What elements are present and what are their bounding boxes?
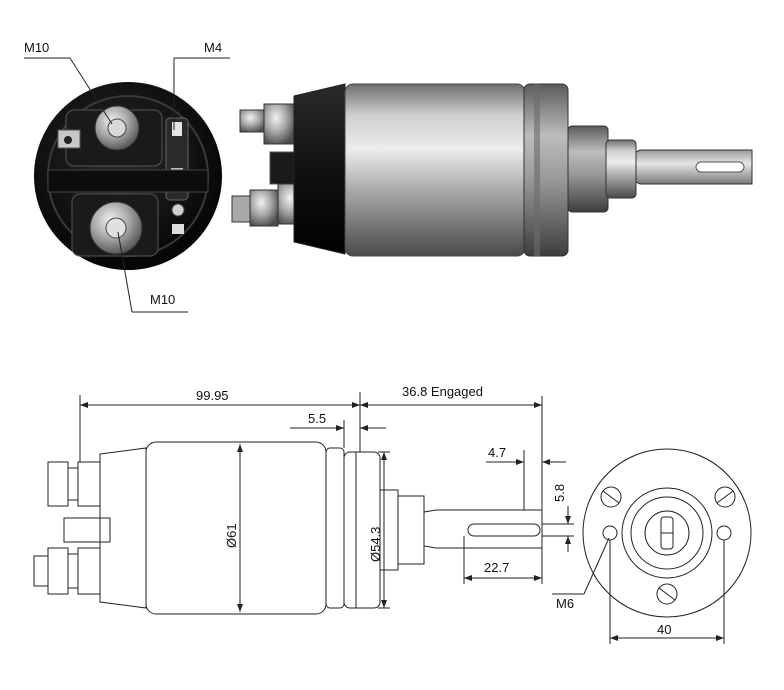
front-screw-bottom [656,583,678,605]
middle-insulator-bar [47,169,209,193]
side-plunger-blade [635,149,753,185]
arrow-overall-left [80,402,88,408]
leader-m10-bottom [117,231,133,313]
side-plunger-collar [605,139,637,199]
arrow-engaged-right [534,402,542,408]
arrow-thickness-bottom [565,536,571,544]
dwg-lower-terminal-nut [77,547,101,595]
front-nose-circle [630,496,704,570]
dwg-upper-terminal-washer [67,467,79,501]
side-main-body [344,83,526,257]
dwg-plunger-collar [397,495,425,565]
arrow-hole-spacing-right [716,635,724,641]
side-view-photo [231,83,753,257]
arrow-blade-width-right [542,459,550,465]
front-screw-top-right [714,486,736,508]
dwg-end-cap [99,447,147,609]
side-nose [567,125,609,213]
arrow-thickness-top [565,516,571,524]
dwg-lower-terminal-washer [67,553,79,589]
arrow-body-dia-bottom [237,604,243,612]
arrow-blade-length-left [464,575,472,581]
arrow-offset-left [336,425,344,431]
m4-terminal-top [172,122,182,136]
dwg-m4-terminal [63,517,111,543]
side-upper-nut [239,109,267,133]
label-m10-top: M10 [24,40,49,55]
arrow-offset-right [360,425,368,431]
drawing-side-view [33,441,543,615]
arrow-engaged-left [360,402,368,408]
side-flange-groove [534,84,540,256]
dim-label-hole-spacing: 40 [657,622,671,637]
dwg-flange-step [325,447,345,609]
dwg-blade [423,509,543,549]
arrow-flange-dia-top [381,452,387,460]
leader-m10-top [69,57,113,125]
dwg-blade-slot [467,523,541,537]
front-screw-top-right-slot [716,490,734,504]
m4-terminal-screw [171,203,185,217]
dwg-upper-terminal-left [47,461,69,507]
arrow-blade-width-left [516,459,524,465]
dimension-arrows [80,402,571,612]
dim-label-body-dia: Ø61 [224,523,239,548]
arrow-flange-dia-bottom [381,600,387,608]
m4-terminal-lug [172,224,184,234]
dimension-labels: 99.95 36.8 Engaged 5.5 Ø61 Ø54.3 4.7 5.8… [196,384,567,575]
side-black-cap [293,83,346,255]
dwg-lower-terminal-left [47,547,69,595]
front-outer-circle [582,448,752,618]
front-screw-top-left-slot [602,490,620,504]
dwg-upper-terminal-nut [77,461,101,507]
label-m6: M6 [556,596,574,611]
dim-label-engaged: 36.8 Engaged [402,384,483,399]
label-m4: M4 [204,40,222,55]
side-flange-ring [523,83,569,257]
arrow-overall-right [352,402,360,408]
dimension-lines [79,392,574,612]
side-upper-washer [263,103,295,145]
arrow-blade-length-right [534,575,542,581]
dwg-lower-terminal-stud [33,555,49,587]
upper-m10-stud [107,118,127,138]
label-m10-bottom: M10 [150,292,175,307]
front-flange-circle [621,487,713,579]
front-screw-top-left [600,486,622,508]
dim-label-blade-width: 4.7 [488,445,506,460]
side-lower-nut [249,189,279,227]
dim-label-blade-thickness: 5.8 [552,484,567,502]
front-plunger-circle [644,510,690,556]
front-m6-hole-left [602,525,618,541]
upper-tab-hole [64,136,72,144]
dim-label-blade-length: 22.7 [484,560,509,575]
leader-m6 [583,537,610,595]
dim-label-flange-dia: Ø54.3 [368,527,383,562]
lower-m10-stud [105,217,127,239]
front-dimension-arrows [610,635,724,641]
drawing-front-view [552,448,752,644]
side-blade-slot [695,161,745,173]
arrow-hole-spacing-left [610,635,618,641]
front-m6-hole-right [716,525,732,541]
front-screw-bottom-slot [658,587,676,601]
end-view-photo [34,82,222,270]
side-insulator [269,151,295,185]
dim-label-offset: 5.5 [308,411,326,426]
dim-label-overall: 99.95 [196,388,229,403]
arrow-body-dia-top [237,444,243,452]
end-view-callouts: M10 M4 M10 [24,40,230,313]
